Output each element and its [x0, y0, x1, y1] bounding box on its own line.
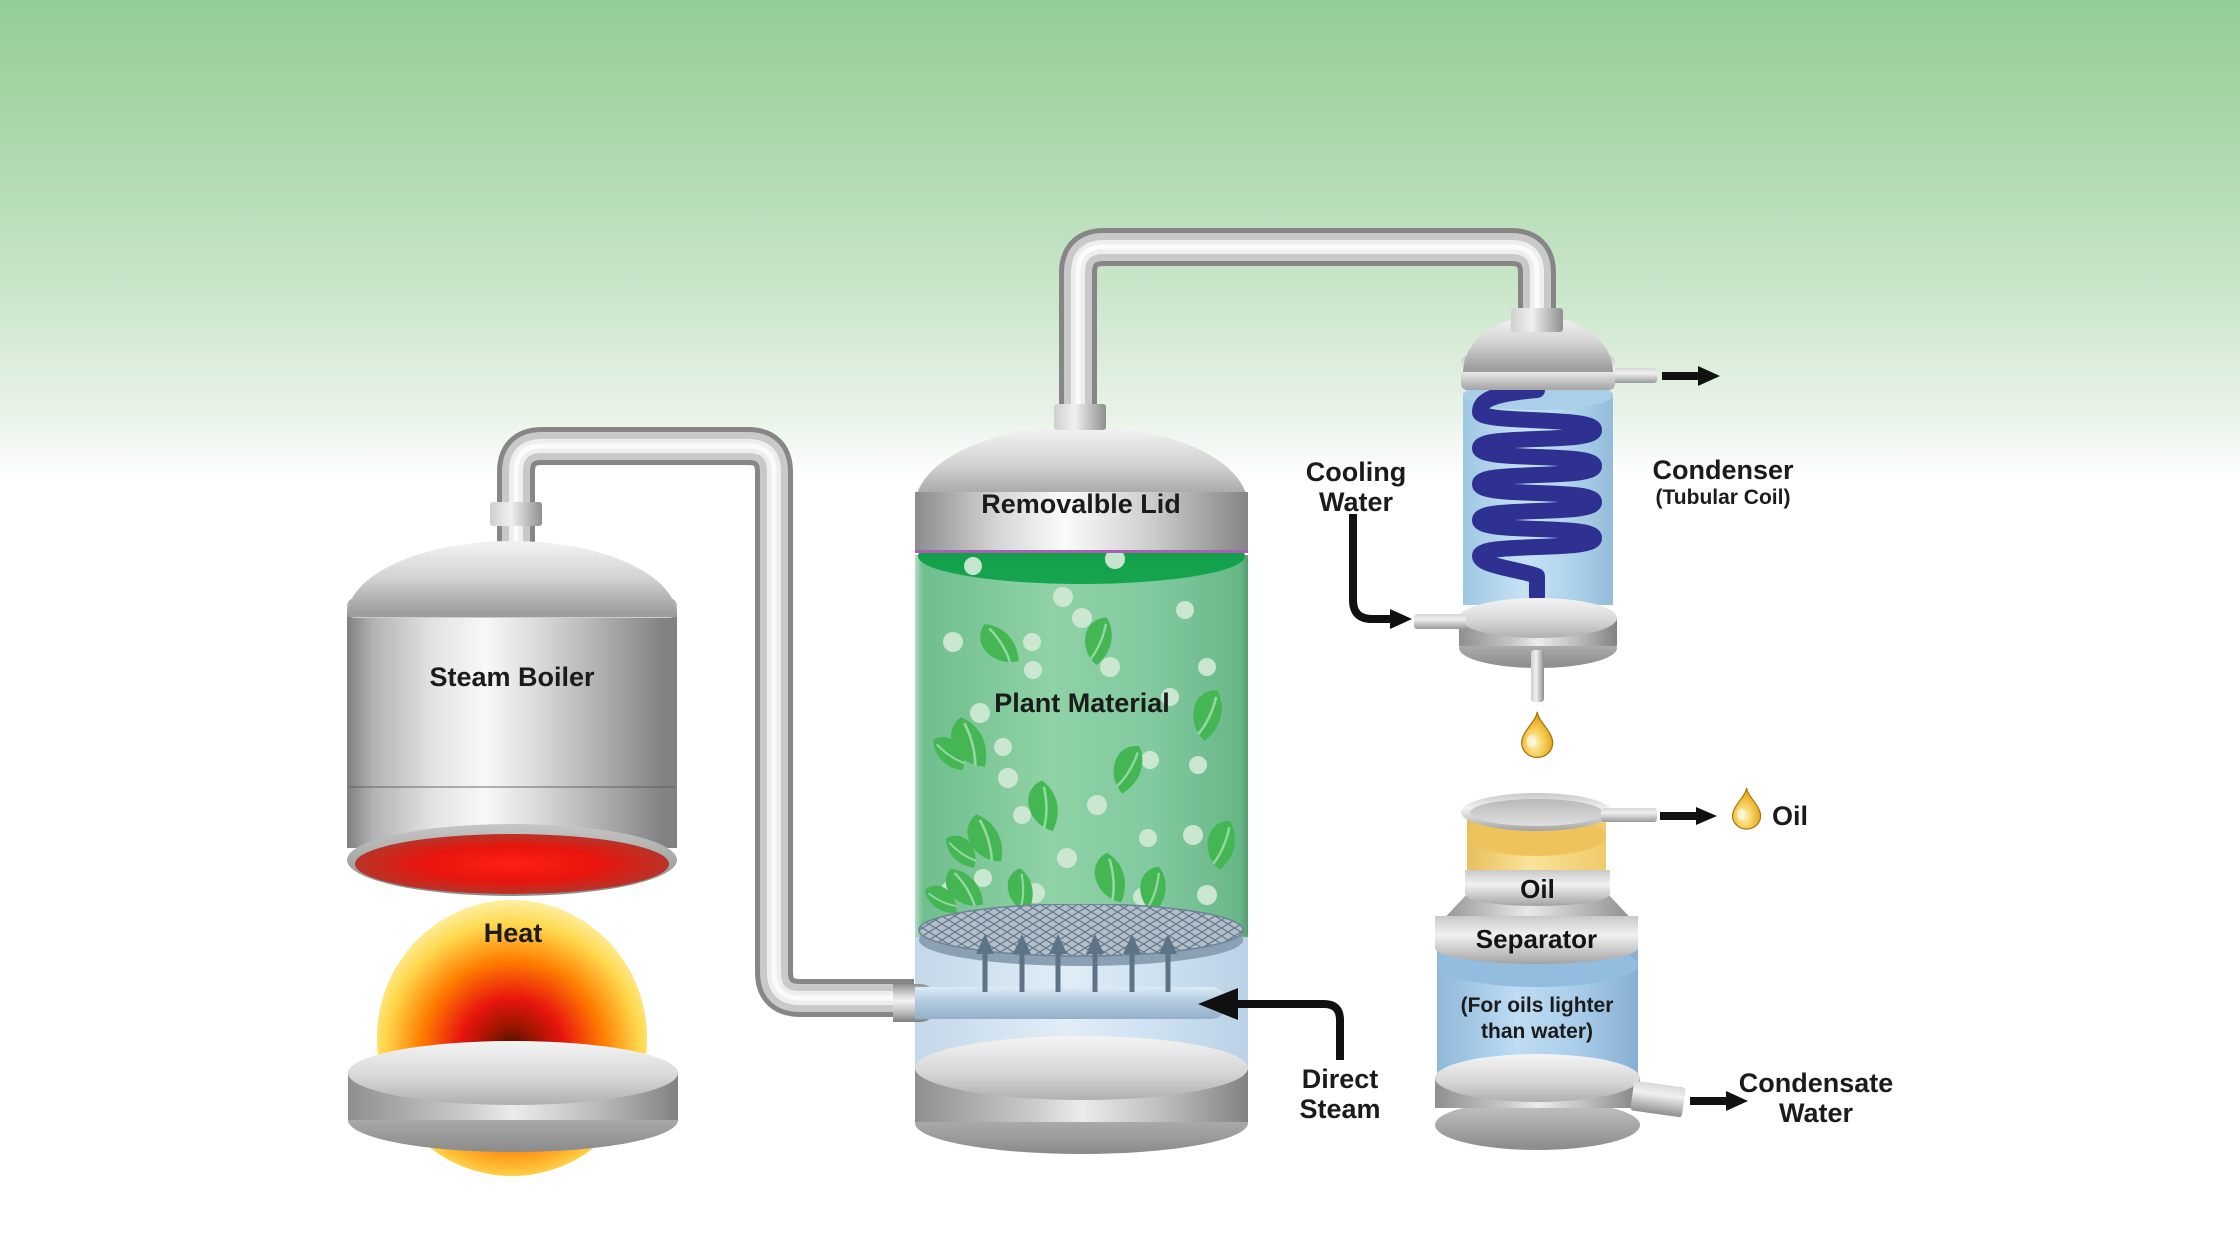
heat-label: Heat: [483, 918, 543, 948]
separator-band: Separator: [1435, 916, 1638, 964]
plant-material-graphic: [919, 549, 1244, 919]
direct-steam-label-line2: Steam: [1299, 1094, 1381, 1125]
still-lid-band: [915, 492, 1248, 553]
oil-band-label: Oil: [1520, 874, 1555, 904]
oil-drop-icon: [1521, 711, 1554, 759]
removable-lid-label: Removalble Lid: [981, 489, 1181, 519]
oil-outlet-label: Oil: [1771, 801, 1809, 831]
cooling-water-arrow: [1349, 514, 1412, 629]
separator-band-label: Separator: [1475, 924, 1598, 954]
hot-plate-top: [348, 1041, 678, 1105]
plant-material-label: Plant Material: [994, 688, 1170, 718]
cooling-water-label-line1: Cooling: [1305, 457, 1407, 487]
cooling-water-label: Cooling Water: [1306, 457, 1406, 517]
condenser-pipe-collar: [1511, 308, 1563, 332]
boiler-pipe-collar: [490, 502, 542, 526]
steam-boiler-hot-base: [355, 834, 669, 894]
condensate-water-arrow: [1690, 1091, 1748, 1111]
condenser-outlet-arrow: [1662, 366, 1720, 386]
oil-drop-icon: [1731, 787, 1762, 830]
separator-note-line1: (For oils lighter: [1460, 994, 1614, 1017]
condensate-water-label-line2: Water: [1778, 1098, 1853, 1129]
condenser-coil: [1472, 386, 1602, 604]
direct-steam-label: Direct Steam: [1299, 1064, 1380, 1124]
still-to-condenser-pipe: [1059, 228, 1556, 444]
cooling-water-inlet-stub: [1414, 614, 1466, 629]
still-base-top: [915, 1036, 1248, 1100]
condenser-sublabel: (Tubular Coil): [1655, 486, 1791, 509]
direct-steam-arrow: [1198, 988, 1344, 1060]
condenser-label: Condenser: [1652, 455, 1794, 485]
steam-boiler-seam: [349, 786, 675, 788]
oil-band: Oil: [1465, 870, 1610, 906]
oil-outlet-arrow: [1660, 807, 1717, 825]
boiler-to-still-pipe: [497, 427, 914, 1017]
separator-rim-inner: [1470, 799, 1603, 826]
still-pipe-collar: [1054, 404, 1106, 430]
condensate-drip-pipe: [1531, 650, 1544, 702]
separator-base-top: [1435, 1054, 1640, 1102]
condensate-water-label-line1: Condensate: [1738, 1068, 1894, 1098]
separator-note-line2: than water): [1480, 1020, 1594, 1043]
condenser-cap-top: [1459, 598, 1617, 638]
direct-steam-label-line1: Direct: [1301, 1064, 1379, 1094]
steam-up-arrows: [976, 934, 1177, 992]
condenser-outlet-stub: [1601, 368, 1657, 383]
oil-outlet-stub: [1601, 808, 1657, 822]
separator-base-bottom: [1435, 1100, 1640, 1150]
steam-boiler-label: Steam Boiler: [429, 662, 595, 692]
condensate-water-label: Condensate Water: [1739, 1068, 1894, 1128]
steam-boiler-body: [347, 606, 677, 848]
direct-steam-pipe: [915, 987, 1227, 1019]
cooling-water-label-line2: Water: [1318, 487, 1394, 518]
